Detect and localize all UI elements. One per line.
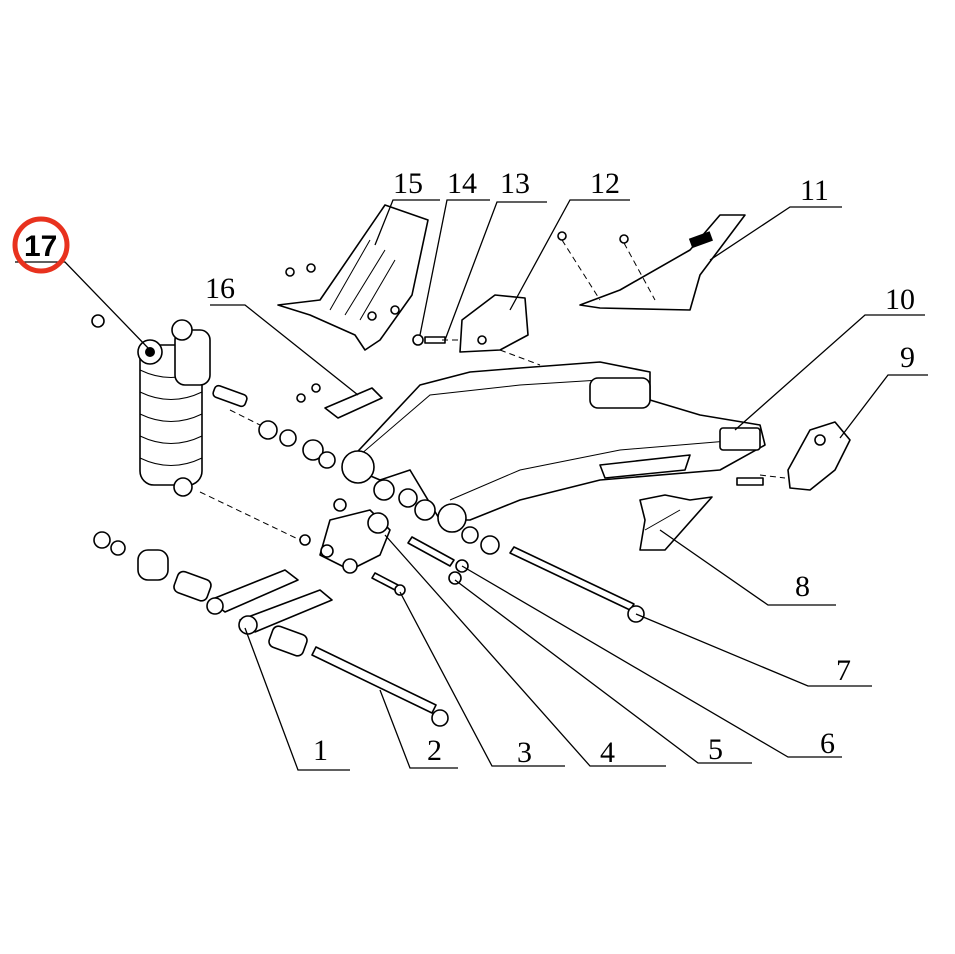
bushings: [93, 531, 308, 657]
axle-bolts: [299, 534, 645, 727]
callout-2: 2: [427, 734, 442, 767]
highlight-circle: [12, 216, 70, 274]
linkage-rod: [206, 569, 333, 635]
chain-guard: [557, 214, 746, 311]
callout-5: 5: [708, 733, 723, 766]
callout-15: 15: [393, 167, 423, 200]
callout-7: 7: [836, 654, 851, 687]
leader-lines: [15, 199, 928, 771]
pivot-bearings: [258, 420, 500, 555]
linkage-rocker: [319, 498, 391, 574]
callout-labels: 1 2 3 4 5 6 7 8 9 10 11 12 13 14 15 16 1…: [24, 167, 915, 769]
chain-guide: [639, 494, 713, 551]
chain-adjuster: [736, 421, 851, 491]
callout-12: 12: [590, 167, 620, 200]
swingarm: [341, 361, 766, 533]
bracket: [459, 294, 529, 353]
callout-13: 13: [500, 167, 530, 200]
callout-1: 1: [313, 734, 328, 767]
callout-4: 4: [600, 736, 615, 769]
shock-absorber: [91, 314, 248, 497]
callout-6: 6: [820, 727, 835, 760]
callout-10: 10: [885, 283, 915, 316]
callout-9: 9: [900, 341, 915, 374]
chain-slider: [296, 383, 383, 419]
mud-guard: [277, 204, 429, 351]
callout-11: 11: [800, 174, 829, 207]
callout-3: 3: [517, 736, 532, 769]
callout-16: 16: [205, 272, 235, 305]
callout-14: 14: [447, 167, 477, 200]
bolt-14: [412, 334, 446, 346]
callout-8: 8: [795, 570, 810, 603]
callout-17: 17: [24, 230, 57, 263]
